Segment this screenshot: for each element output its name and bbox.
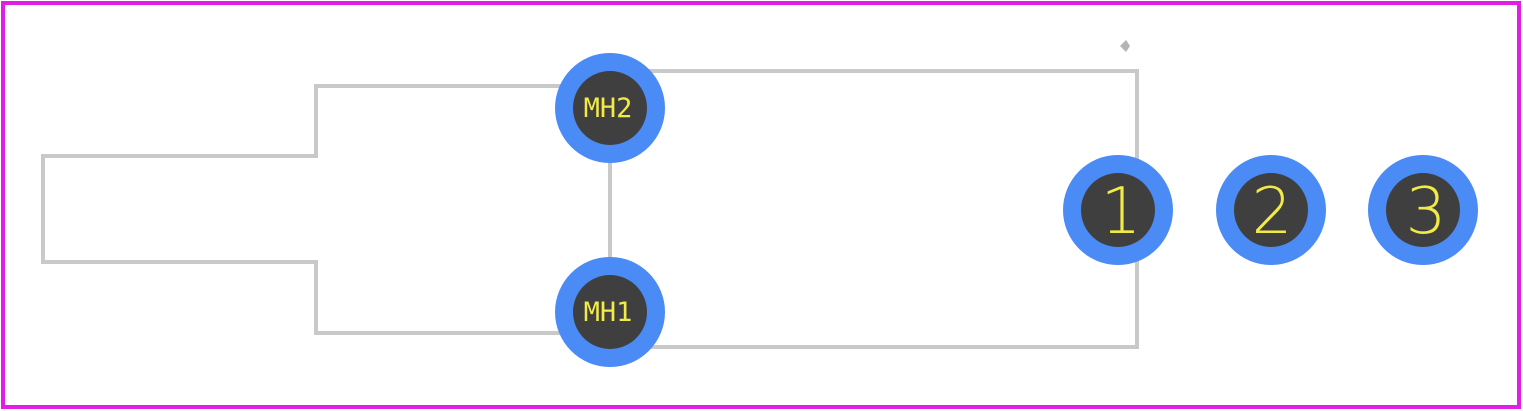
origin-marker [1120,40,1130,52]
pad-2-drill-hole [1234,173,1308,247]
pad-3-drill-hole [1386,173,1460,247]
pad-1-drill-hole [1081,173,1155,247]
pad-mh2-drill-hole [573,71,647,145]
pad-2-label: 2 [1252,175,1293,249]
pad-1[interactable]: 1 [1063,155,1173,265]
pad-3-label: 3 [1406,175,1447,249]
pad-mh2-label: MH2 [584,93,633,124]
silkscreen-outline-inner [41,69,1139,349]
pad-1-label: 1 [1101,175,1142,249]
pad-3[interactable]: 3 [1368,155,1478,265]
pad-mh1-label: MH1 [584,297,633,328]
pad-2[interactable]: 2 [1216,155,1326,265]
pad-mh1-drill-hole [573,275,647,349]
pad-mh2[interactable]: MH2 [555,53,665,163]
pad-mh1[interactable]: MH1 [555,257,665,367]
